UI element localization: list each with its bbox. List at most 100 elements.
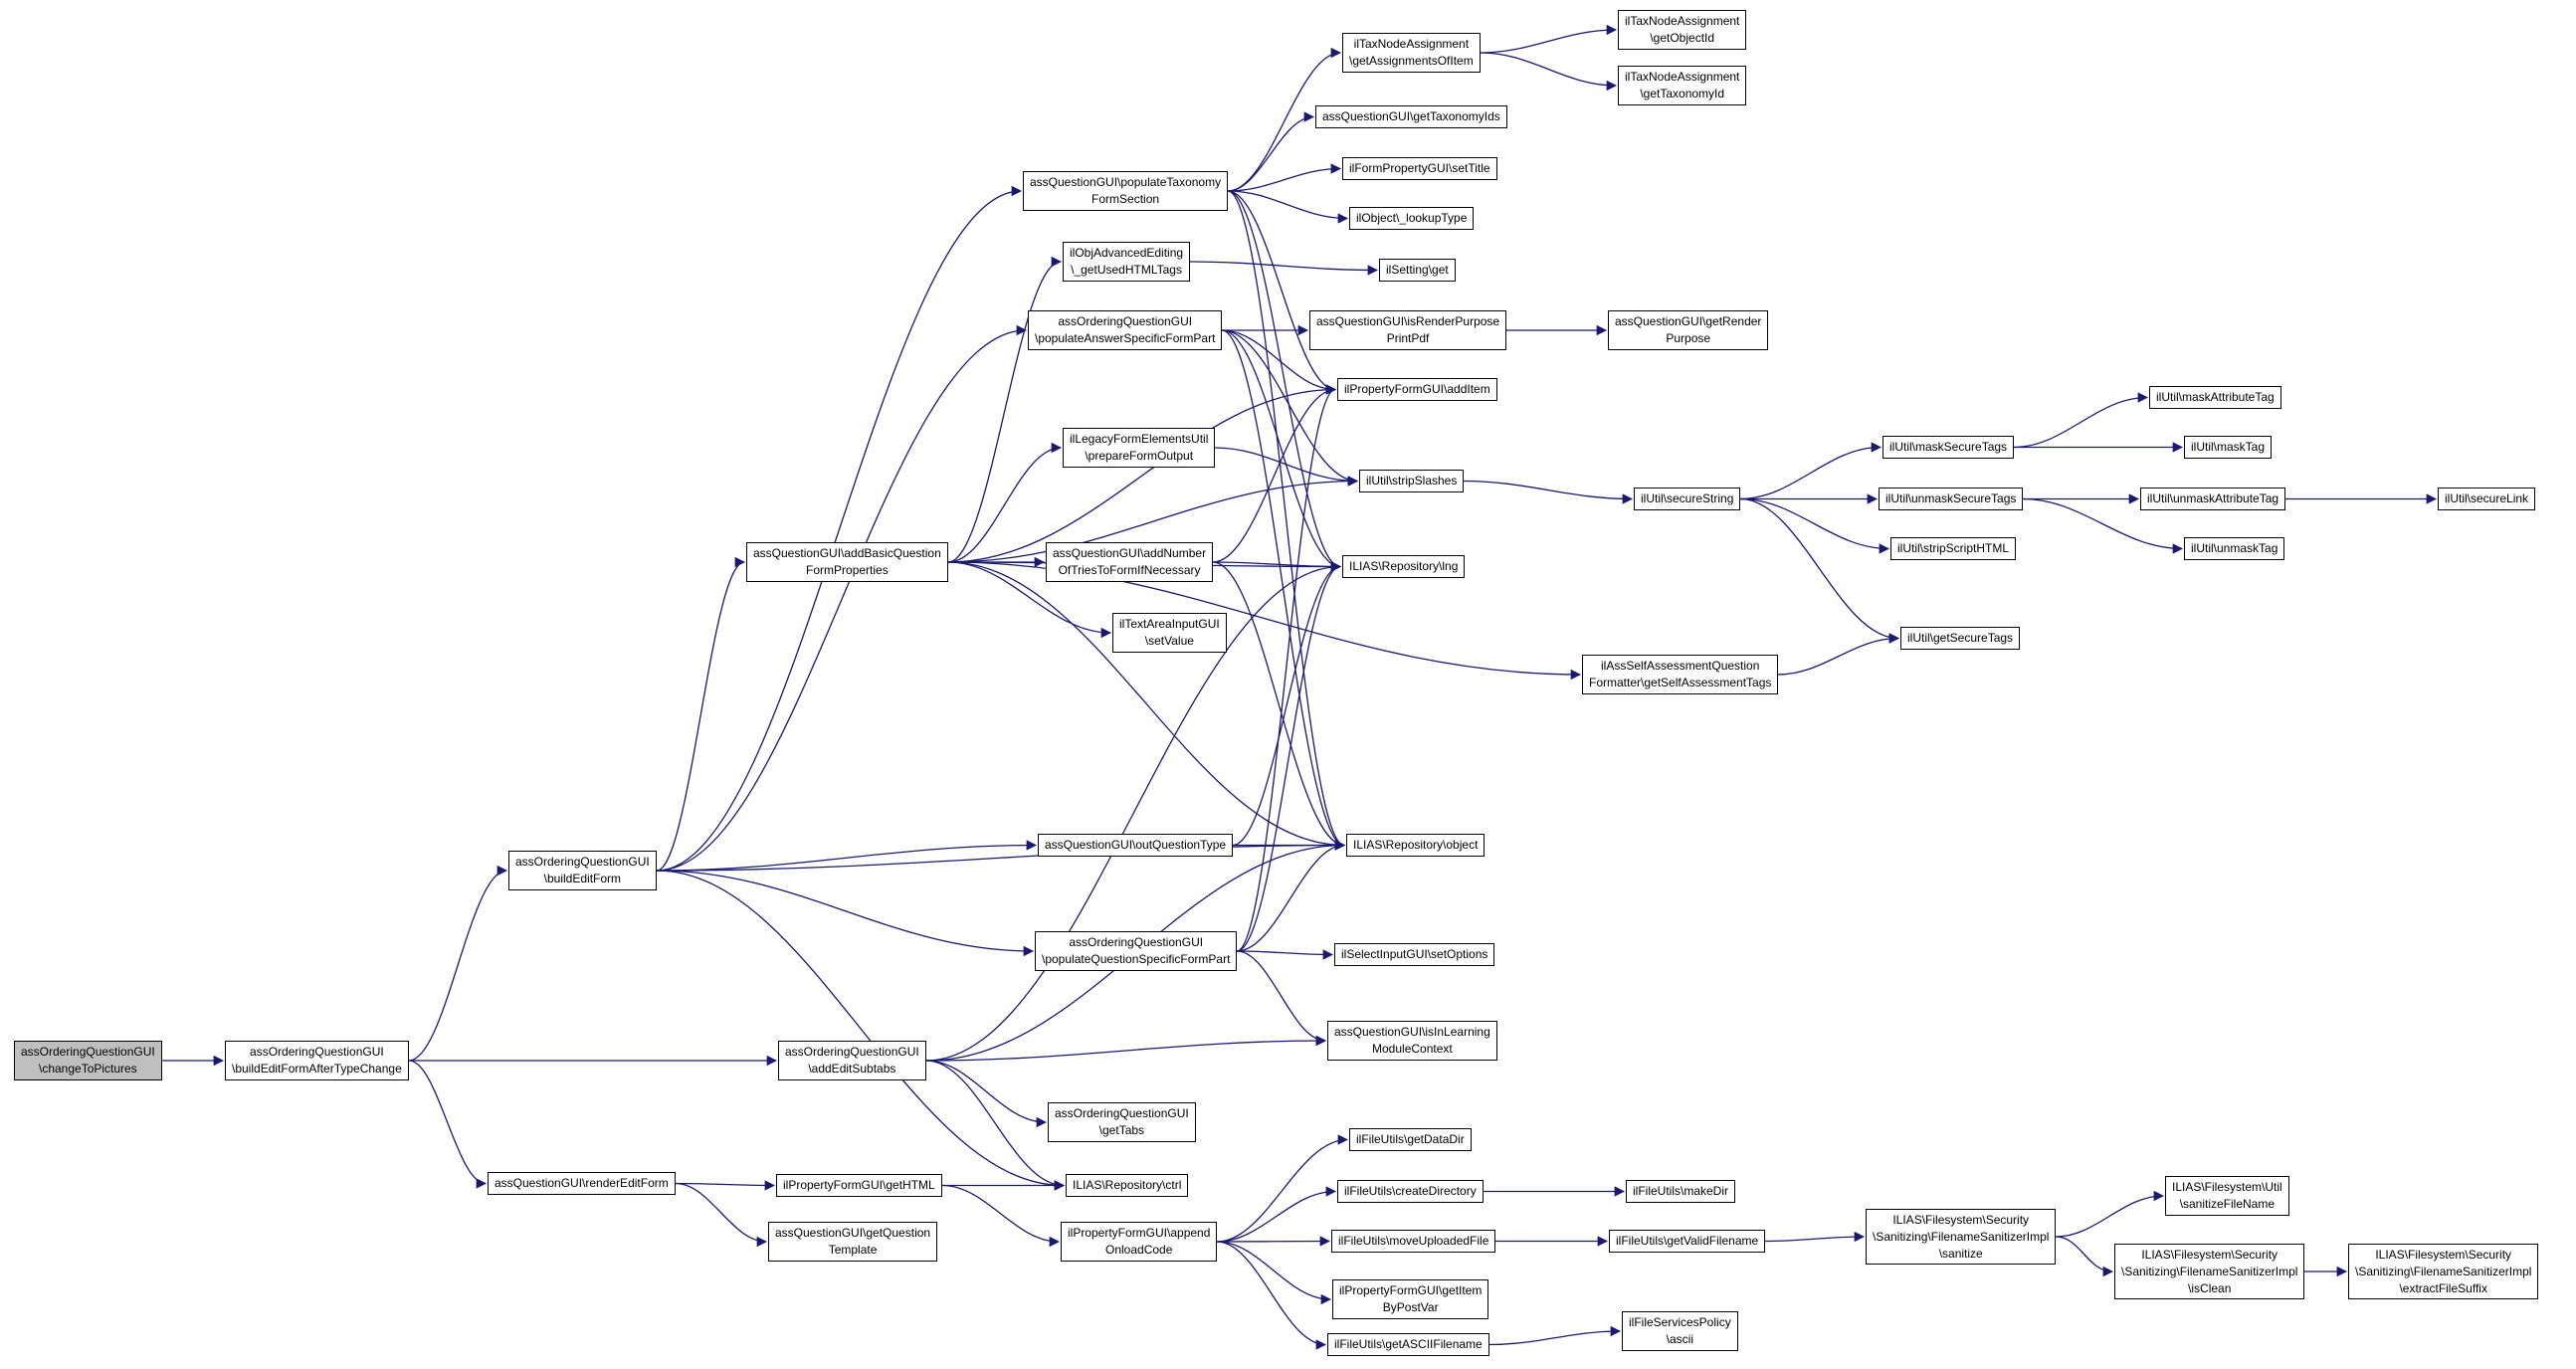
graph-node-out-question-type[interactable]: assQuestionGUI\outQuestionType — [1038, 834, 1234, 857]
graph-node-label: assQuestionGUI\isInLearning — [1334, 1025, 1490, 1039]
graph-node-label: assQuestionGUI\getQuestion — [775, 1226, 931, 1240]
graph-node-render-edit-form[interactable]: assQuestionGUI\renderEditForm — [488, 1172, 676, 1195]
graph-node-add-edit-subtabs[interactable]: assOrderingQuestionGUI \addEditSubtabs — [778, 1041, 926, 1080]
graph-node-ascii[interactable]: ilFileServicesPolicy\ascii — [1622, 1311, 1738, 1351]
graph-node-label: ILIAS\Filesystem\Security — [2141, 1248, 2279, 1262]
graph-node-get-used-h-t-m-l-tags[interactable]: ilObjAdvancedEditing \_getUsedHTMLTags — [1063, 242, 1191, 282]
graph-node-build-edit-form-after-type-change[interactable]: assOrderingQuestionGUI\buildEditFormAfte… — [225, 1041, 409, 1080]
graph-node-label: \buildEditFormAfterTypeChange — [232, 1061, 402, 1076]
graph-node-repository-ctrl[interactable]: ILIAS\Repository\ctrl — [1066, 1174, 1189, 1197]
graph-node-get-tabs[interactable]: assOrderingQuestionGUI\getTabs — [1048, 1102, 1196, 1142]
graph-node-change-to-pictures: assOrderingQuestionGUI\changeToPictures — [14, 1041, 162, 1080]
graph-node-label: ilAssSelfAssessmentQuestion — [1601, 659, 1760, 673]
graph-node-label: \addEditSubtabs — [808, 1061, 896, 1076]
graph-node-add-item[interactable]: ilPropertyFormGUI\addItem — [1337, 378, 1497, 401]
graph-edge-render-edit-form--get-question-template — [675, 1182, 768, 1248]
graph-node-get-h-t-m-l[interactable]: ilPropertyFormGUI\getHTML — [776, 1174, 942, 1197]
graph-node-label: ILIAS\Repository\object — [1353, 838, 1479, 852]
graph-node-unmask-secure-tags[interactable]: ilUtil\unmaskSecureTags — [1879, 488, 2024, 510]
graph-node-lookup-type[interactable]: ilObject\_lookupType — [1349, 207, 1475, 230]
graph-edge-sanitize--sanitize-file-name — [2055, 1190, 2165, 1238]
graph-edge-get-h-t-m-l--append-onload-code — [941, 1184, 1061, 1248]
graph-node-get-object-id[interactable]: ilTaxNodeAssignment\getObjectId — [1618, 10, 1747, 50]
graph-edge-populate-taxonomy-form-section--repository-object — [1227, 190, 1346, 851]
graph-edge-populate-answer-specific-form-part--repository-object — [1221, 329, 1346, 851]
graph-node-label: \ascii — [1666, 1331, 1694, 1346]
graph-node-make-dir[interactable]: ilFileUtils\makeDir — [1626, 1180, 1736, 1203]
graph-node-mask-attribute-tag[interactable]: ilUtil\maskAttributeTag — [2149, 386, 2281, 409]
graph-node-sanitize-file-name[interactable]: ILIAS\Filesystem\Util\sanitizeFileName — [2165, 1176, 2289, 1216]
graph-node-label: ILIAS\Repository\lng — [1349, 559, 1459, 573]
graph-node-set-value[interactable]: ilTextAreaInputGUI\setValue — [1112, 613, 1227, 653]
graph-edge-populate-question-specific-form-part--add-item — [1236, 384, 1337, 952]
graph-node-get-assignments-of-item[interactable]: ilTaxNodeAssignment\getAssignmentsOfItem — [1342, 33, 1481, 73]
graph-node-create-directory[interactable]: ilFileUtils\createDirectory — [1337, 1180, 1484, 1203]
graph-node-build-edit-form[interactable]: assOrderingQuestionGUI\buildEditForm — [508, 851, 657, 890]
graph-node-set-title[interactable]: ilFormPropertyGUI\setTitle — [1342, 157, 1497, 180]
graph-node-label: ModuleContext — [1372, 1041, 1453, 1056]
graph-node-secure-string[interactable]: ilUtil\secureString — [1634, 488, 1741, 510]
graph-node-label: ByPostVar — [1382, 1299, 1439, 1314]
graph-node-label: ilObjAdvancedEditing — [1070, 246, 1184, 260]
graph-edge-append-onload-code--create-directory — [1216, 1186, 1337, 1243]
graph-node-get-a-s-c-i-i-filename[interactable]: ilFileUtils\getASCIIFilename — [1327, 1333, 1489, 1356]
graph-node-get-secure-tags[interactable]: ilUtil\getSecureTags — [1900, 627, 2021, 650]
graph-node-is-clean[interactable]: ILIAS\Filesystem\Security\Sanitizing\Fil… — [2114, 1244, 2305, 1300]
graph-node-unmask-attribute-tag[interactable]: ilUtil\unmaskAttributeTag — [2140, 488, 2286, 510]
graph-edge-strip-slashes--secure-string — [1463, 480, 1634, 504]
graph-edge-build-edit-form--populate-answer-specific-form-part — [656, 324, 1028, 872]
graph-edge-mask-secure-tags--mask-attribute-tag — [2013, 392, 2149, 449]
graph-node-label: \Sanitizing\FilenameSanitizerImpl — [2355, 1264, 2532, 1278]
graph-node-get-valid-filename[interactable]: ilFileUtils\getValidFilename — [1609, 1230, 1766, 1253]
graph-node-label: ilUtil\stripScriptHTML — [1897, 541, 2010, 555]
graph-node-label: \_getUsedHTMLTags — [1071, 262, 1182, 277]
graph-edge-get-assignments-of-item--get-taxonomy-id — [1480, 52, 1618, 92]
graph-node-populate-answer-specific-form-part[interactable]: assOrderingQuestionGUI\populateAnswerSpe… — [1028, 310, 1223, 350]
graph-node-set-options[interactable]: ilSelectInputGUI\setOptions — [1334, 943, 1495, 966]
graph-node-sanitize[interactable]: ILIAS\Filesystem\Security\Sanitizing\Fil… — [1866, 1209, 2057, 1266]
graph-node-get-taxonomy-ids[interactable]: assQuestionGUI\getTaxonomyIds — [1315, 105, 1507, 128]
graph-node-label: ilFileUtils\moveUploadedFile — [1338, 1234, 1489, 1248]
graph-node-label: assOrderingQuestionGUI — [785, 1045, 919, 1059]
graph-node-prepare-form-output[interactable]: ilLegacyFormElementsUtil\prepareFormOutp… — [1063, 428, 1216, 468]
graph-node-label: ilUtil\secureLink — [2445, 491, 2529, 505]
graph-node-label: \getTabs — [1098, 1122, 1145, 1137]
graph-node-repository-object[interactable]: ILIAS\Repository\object — [1346, 834, 1486, 857]
graph-node-label: ilUtil\maskSecureTags — [1889, 440, 2008, 454]
graph-edge-add-edit-subtabs--get-tabs — [925, 1060, 1048, 1128]
graph-node-strip-slashes[interactable]: ilUtil\stripSlashes — [1359, 470, 1465, 492]
graph-node-label: OnloadCode — [1105, 1242, 1173, 1257]
graph-node-unmask-tag[interactable]: ilUtil\unmaskTag — [2184, 537, 2285, 560]
graph-node-label: ilFileUtils\getValidFilename — [1616, 1234, 1759, 1248]
graph-node-mask-tag[interactable]: ilUtil\maskTag — [2184, 436, 2273, 459]
graph-node-get-data-dir[interactable]: ilFileUtils\getDataDir — [1349, 1128, 1472, 1151]
graph-node-setting-get[interactable]: ilSetting\get — [1379, 259, 1456, 282]
graph-node-mask-secure-tags[interactable]: ilUtil\maskSecureTags — [1882, 436, 2015, 459]
graph-node-secure-link[interactable]: ilUtil\secureLink — [2438, 488, 2536, 510]
graph-node-label: ilFileUtils\getASCIIFilename — [1334, 1337, 1483, 1351]
graph-node-extract-file-suffix[interactable]: ILIAS\Filesystem\Security\Sanitizing\Fil… — [2348, 1244, 2539, 1300]
graph-node-label: FormSection — [1091, 191, 1160, 206]
graph-node-get-taxonomy-id[interactable]: ilTaxNodeAssignment\getTaxonomyId — [1618, 66, 1747, 105]
graph-edge-build-edit-form--repository-object — [656, 840, 1346, 872]
graph-node-populate-question-specific-form-part[interactable]: assOrderingQuestionGUI\populateQuestionS… — [1035, 931, 1238, 971]
graph-node-move-uploaded-file[interactable]: ilFileUtils\moveUploadedFile — [1331, 1230, 1496, 1253]
graph-edge-append-onload-code--get-a-s-c-i-i-filename — [1216, 1241, 1327, 1350]
graph-node-repository-lng[interactable]: ILIAS\Repository\lng — [1342, 555, 1466, 578]
graph-node-strip-script-h-t-m-l[interactable]: ilUtil\stripScriptHTML — [1890, 537, 2017, 560]
graph-node-label: \buildEditForm — [543, 871, 622, 885]
graph-edge-get-a-s-c-i-i-filename--ascii — [1488, 1325, 1622, 1346]
graph-node-label: \changeToPictures — [39, 1061, 137, 1076]
graph-node-label: assQuestionGUI\isRenderPurpose — [1316, 314, 1500, 328]
graph-node-label: PrintPdf — [1386, 330, 1430, 345]
